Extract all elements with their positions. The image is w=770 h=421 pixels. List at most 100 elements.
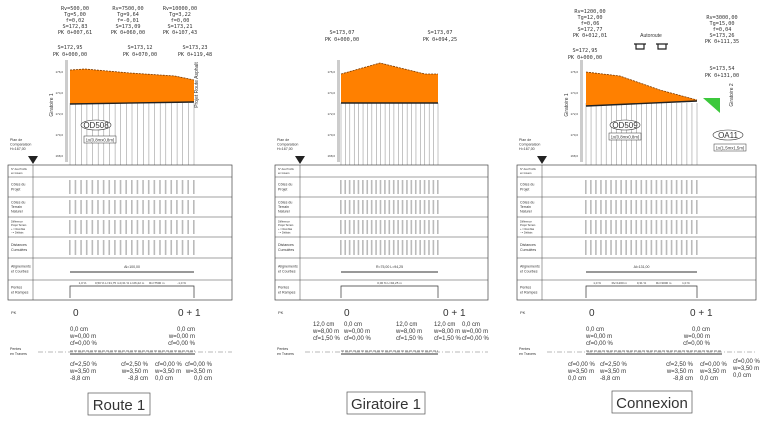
table-value-mark: [136, 180, 139, 194]
table-value-mark: [357, 180, 360, 194]
row-label: Alignements: [11, 265, 31, 269]
table-value-mark: [696, 200, 698, 214]
row-label: en travers: [278, 171, 290, 175]
table-value-mark: [375, 220, 377, 234]
point-annotation: S=172,95: [573, 48, 598, 54]
row-label: et Courbes: [520, 269, 538, 273]
row-label: Côtes du: [520, 200, 534, 204]
table-value-mark: [650, 200, 653, 214]
table-value-mark: [690, 200, 693, 214]
row-label: Distances: [520, 243, 536, 247]
table-value-mark: [69, 180, 71, 194]
crossfall-annotation: w=3,50 m: [69, 369, 96, 375]
crossfall-annotation: cf=0,00 %: [700, 362, 728, 368]
table-value-mark: [357, 200, 360, 214]
crossfall-annotation: w=0,00 m: [461, 329, 488, 335]
fill-area-green: [703, 98, 720, 113]
vertical-label: Giratoire 2: [729, 83, 735, 107]
table-value-mark: [102, 220, 105, 234]
crossfall-annotation: -8,8 cm: [600, 376, 620, 382]
crossfall-annotation: 0,0 cm: [177, 327, 195, 333]
plan-comparaison: Plan de: [10, 138, 22, 142]
curve-annotation: PK 0+012,01: [573, 33, 607, 39]
crossfall-annotation: cf=2,50 %: [600, 362, 628, 368]
table-value-mark: [437, 240, 439, 255]
row-label: Cumulées: [278, 248, 294, 252]
row-label: Naturel: [520, 210, 532, 214]
row-label: Pentes: [520, 286, 531, 290]
table-value-mark: [187, 240, 189, 255]
curve-annotation: f=0,02: [66, 18, 85, 24]
panel-title-box: [87, 392, 151, 416]
table-value-mark: [80, 240, 82, 255]
plan-comparaison: Plan de: [519, 138, 531, 142]
structure-size-box: [83, 135, 117, 144]
crossfall-annotation: w=3,50 m: [567, 369, 594, 375]
structure-name: OD509: [612, 121, 638, 130]
table-value-mark: [74, 180, 77, 194]
table-value-mark: [610, 240, 612, 255]
crossfall-annotation: cf=0,00 %: [683, 341, 711, 347]
table-value-mark: [406, 240, 408, 255]
crossfall-annotation: cf=0,00 %: [344, 336, 372, 342]
table-value-mark: [370, 180, 373, 194]
table-value-mark: [176, 220, 178, 234]
pentes-travers-label: en Travers: [277, 352, 294, 356]
slope-label: 0,31 %: [637, 281, 647, 285]
table-value-mark: [670, 200, 673, 214]
table-value-mark: [97, 180, 99, 194]
crossfall-annotation: cf=0,00 %: [168, 341, 196, 347]
table-value-mark: [85, 200, 88, 214]
table-value-mark: [187, 200, 189, 214]
table-value-mark: [645, 240, 648, 255]
slope-label: 1,0 %: [682, 281, 690, 285]
bridge-icon: [634, 43, 646, 50]
table-value-mark: [419, 240, 421, 255]
row-label: en travers: [520, 171, 532, 175]
table-value-mark: [640, 200, 643, 214]
table-value-mark: [181, 200, 184, 214]
table-value-mark: [85, 220, 88, 234]
row-label: Terrain: [278, 205, 289, 209]
point-annotation: S=173,12: [128, 45, 153, 51]
table-value-mark: [696, 180, 698, 194]
slope-label: -1,0 %: [177, 281, 186, 285]
table-value-mark: [680, 240, 683, 255]
table-value-mark: [428, 200, 430, 214]
table-value-mark: [645, 180, 648, 194]
pk-0: 0: [344, 308, 350, 319]
table-value-mark: [142, 180, 144, 194]
table-value-mark: [432, 220, 435, 234]
row-label: + = Remblai: [520, 227, 534, 231]
axis-tick: 170,0: [55, 133, 63, 137]
panel-title: Route 1: [93, 397, 146, 414]
curve-annotation: S=173,09: [116, 24, 141, 30]
table-value-mark: [340, 240, 342, 255]
table-value-mark: [406, 180, 408, 194]
table-value-mark: [680, 180, 683, 194]
plan-comparaison: H=167,00: [277, 147, 293, 151]
table-value-mark: [131, 180, 133, 194]
table-value-mark: [428, 240, 430, 255]
table-value-mark: [108, 220, 111, 234]
table-value-mark: [348, 180, 351, 194]
table-value-mark: [91, 180, 94, 194]
curve-annotation: Rv=1200,00: [574, 9, 605, 15]
table-value-mark: [625, 220, 627, 234]
table-value-mark: [600, 220, 602, 234]
slope-line: [69, 285, 195, 298]
table-value-mark: [432, 200, 435, 214]
table-value-mark: [423, 240, 426, 255]
table-value-mark: [610, 220, 612, 234]
table-value-mark: [159, 180, 161, 194]
crossfall-annotation: w=3,50 m: [599, 369, 626, 375]
table-value-mark: [181, 240, 184, 255]
terrain-line: [69, 68, 195, 81]
table-value-mark: [675, 180, 678, 194]
row-label: - = Déblais: [11, 230, 24, 234]
table-value-mark: [665, 200, 668, 214]
curve-annotation: f=0,06: [581, 21, 600, 27]
table-value-mark: [419, 180, 421, 194]
table-value-mark: [119, 180, 122, 194]
plan-comparaison: H=167,00: [10, 147, 26, 151]
